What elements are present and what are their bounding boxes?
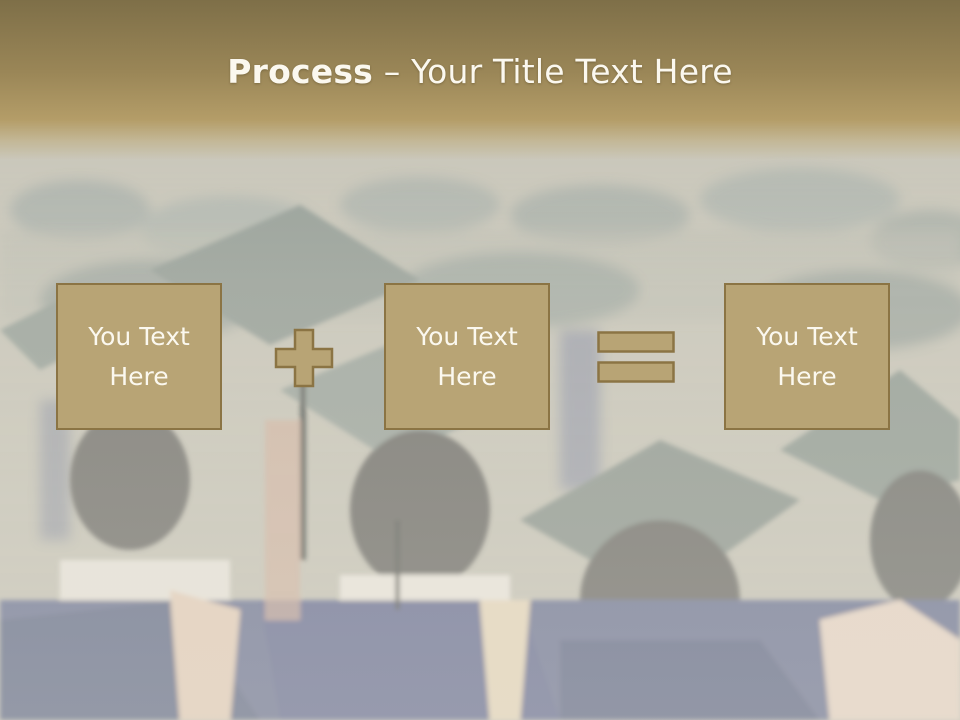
plus-icon [274,328,334,388]
process-box-3-text: You Text Here [756,321,858,391]
process-box-2[interactable]: You Text Here [384,283,550,430]
process-box-3[interactable]: You Text Here [724,283,890,430]
process-box-1-text: You Text Here [88,321,190,391]
title-rest: – Your Title Text Here [373,52,733,91]
title-band [0,0,960,160]
process-box-1[interactable]: You Text Here [56,283,222,430]
process-box-2-text: You Text Here [416,321,518,391]
slide-title[interactable]: Process – Your Title Text Here [0,52,960,91]
title-bold-word: Process [227,52,374,91]
equals-icon [597,331,675,383]
